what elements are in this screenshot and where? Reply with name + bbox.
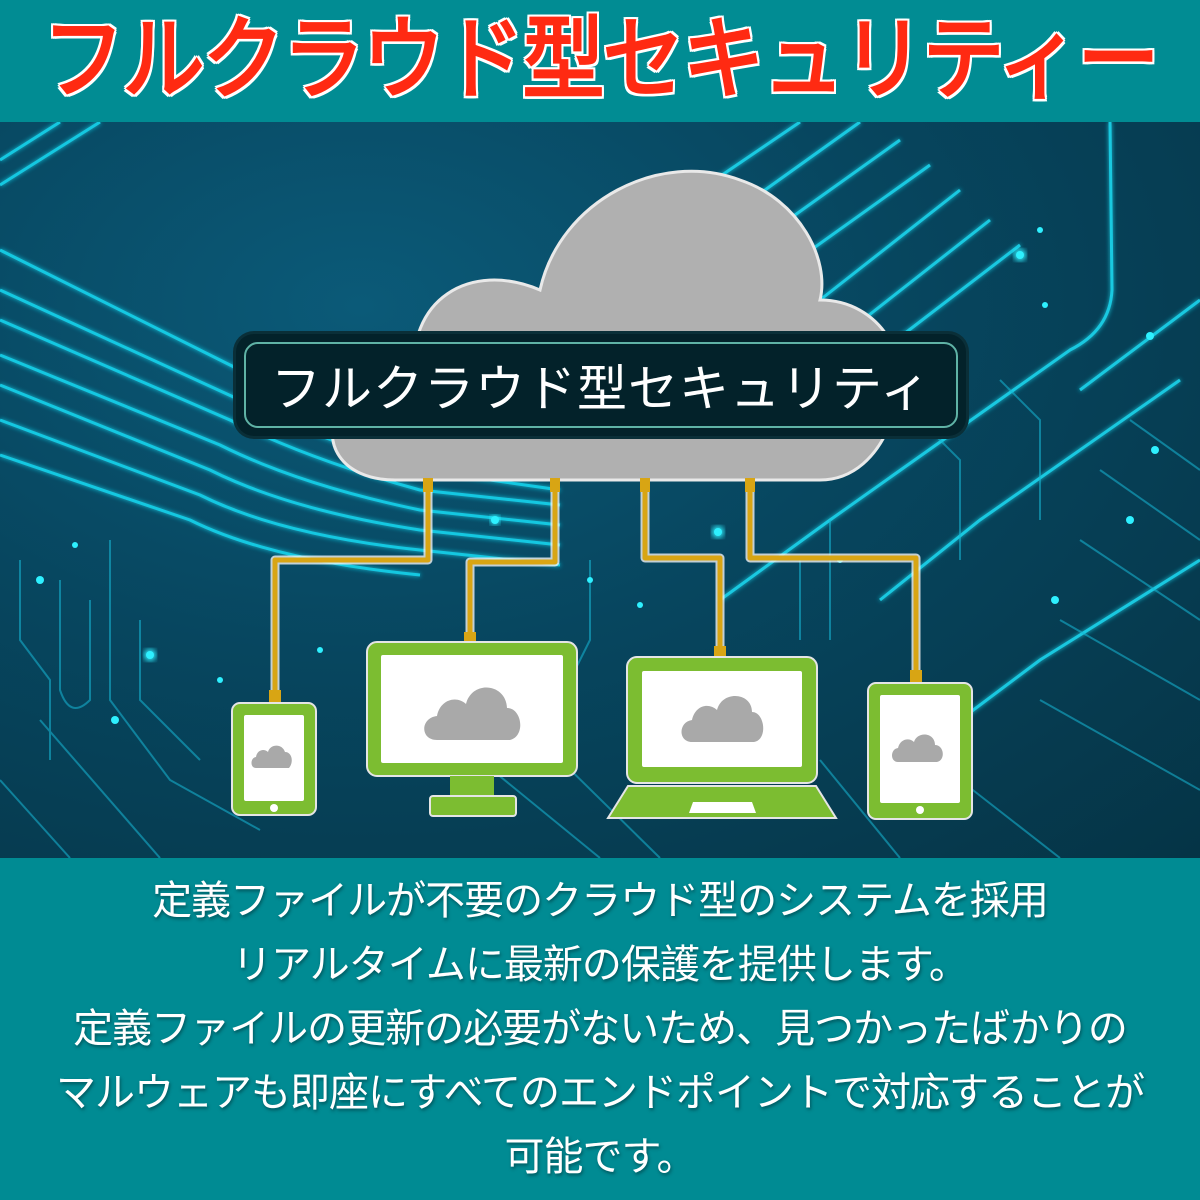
description-line: リアルタイムに最新の保護を提供します。: [232, 942, 969, 988]
circuit-background: [0, 122, 1200, 858]
hero-illustration: フルクラウド型セキュリティ: [0, 122, 1200, 858]
page-title: フルクラウド型セキュリティー: [42, 8, 1159, 113]
description-line: 可能です。: [504, 1134, 697, 1180]
desktop-monitor-device: [366, 641, 578, 817]
header-banner: フルクラウド型セキュリティー: [0, 0, 1200, 122]
smartphone-device: [231, 702, 317, 816]
cloud-security-label: フルクラウド型セキュリティ: [236, 334, 966, 436]
description-line: 定義ファイルの更新の必要がないため、見つかったばかりの: [73, 1006, 1128, 1052]
tablet-device: [867, 682, 973, 820]
description-section: 定義ファイルが不要のクラウド型のシステムを採用 リアルタイムに最新の保護を提供し…: [0, 858, 1200, 1200]
description-line: マルウェアも即座にすべてのエンドポイントで対応することが: [56, 1070, 1145, 1116]
laptop-device: [606, 656, 838, 819]
description-line: 定義ファイルが不要のクラウド型のシステムを採用: [152, 878, 1049, 924]
label-text: フルクラウド型セキュリティ: [271, 360, 931, 418]
